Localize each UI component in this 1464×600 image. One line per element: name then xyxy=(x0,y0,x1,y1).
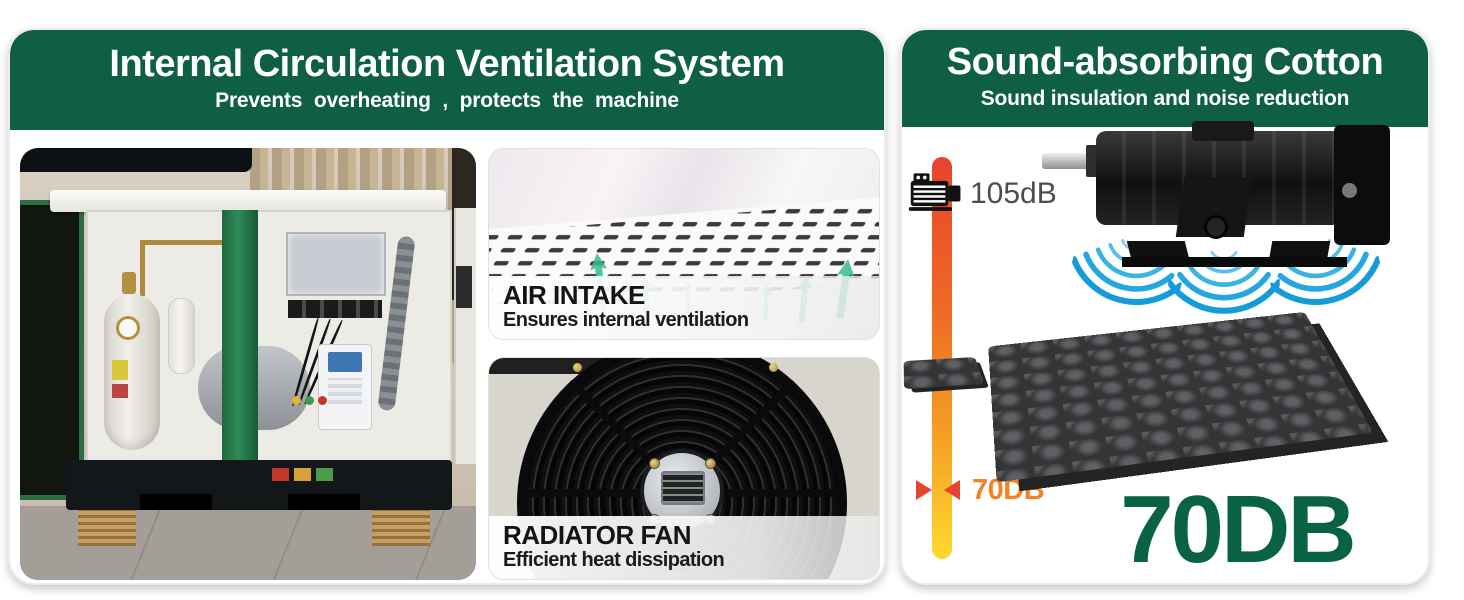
marker-arrow-icon xyxy=(944,480,960,500)
bracket-knob xyxy=(1204,215,1228,239)
wooden-foot xyxy=(372,510,430,546)
radiator-fan-card: RADIATOR FAN Efficient heat dissipation xyxy=(488,357,880,580)
green-pillar xyxy=(222,210,258,462)
compressor-photo xyxy=(20,148,476,580)
foam-tile-marker xyxy=(903,357,985,390)
air-intake-card: AIR INTAKE Ensures internal ventilation xyxy=(488,148,880,340)
hub-screw xyxy=(649,458,660,469)
sound-subtitle: Sound insulation and noise reduction xyxy=(980,86,1350,110)
tank-red-sticker xyxy=(112,384,128,398)
open-door-left xyxy=(20,200,84,500)
oil-filter xyxy=(168,298,195,374)
door-cable-box xyxy=(456,266,472,308)
compressor-end-block xyxy=(1334,125,1390,245)
drive-shaft xyxy=(1042,153,1090,169)
compressor-top-block xyxy=(1192,121,1254,141)
hub-screw xyxy=(705,458,716,469)
sound-header: Sound-absorbing Cotton Sound insulation … xyxy=(902,30,1428,127)
sound-title: Sound-absorbing Cotton xyxy=(946,41,1384,83)
panel-screw xyxy=(573,363,582,372)
radiator-fan-description: Efficient heat dissipation xyxy=(503,549,725,571)
brass-pipe-horizontal xyxy=(140,240,226,245)
brass-pipe-vertical xyxy=(140,240,145,296)
panel-screw xyxy=(769,363,778,372)
sound-absorbing-foam xyxy=(988,311,1374,483)
cabinet-top-panel xyxy=(50,190,446,212)
result-noise-label: 70DB xyxy=(1120,476,1356,583)
indicator-yellow xyxy=(292,396,301,405)
fan-spec-label xyxy=(661,471,705,505)
base-warning-label xyxy=(316,468,333,481)
electrical-plate xyxy=(286,232,386,296)
wooden-foot xyxy=(78,510,136,546)
ventilation-title: Internal Circulation Ventilation System xyxy=(109,43,785,85)
air-intake-heading: AIR INTAKE xyxy=(503,279,645,310)
tank-warning-sticker xyxy=(112,360,128,380)
source-noise-label: 105dB xyxy=(970,177,1057,210)
radiator-fan-heading: RADIATOR FAN xyxy=(503,519,692,550)
air-intake-caption: AIR INTAKE Ensures internal ventilation xyxy=(489,275,879,339)
brass-valve xyxy=(122,272,136,294)
air-intake-description: Ensures internal ventilation xyxy=(503,309,749,331)
ventilation-subtitle: Prevents overheating , protects the mach… xyxy=(215,88,679,112)
base-warning-label xyxy=(272,468,289,481)
sound-absorbing-panel: Sound-absorbing Cotton Sound insulation … xyxy=(900,28,1430,585)
terminal-strip xyxy=(288,300,382,318)
ventilation-panel: Internal Circulation Ventilation System … xyxy=(8,28,886,585)
mounting-rail xyxy=(1122,257,1347,267)
motor-icon xyxy=(908,173,961,211)
radiator-fan-caption: RADIATOR FAN Efficient heat dissipation xyxy=(489,515,879,579)
indicator-green xyxy=(305,396,314,405)
air-end-photo xyxy=(1042,121,1392,275)
shaft-collar xyxy=(1086,145,1098,177)
tv-screen xyxy=(20,148,252,172)
ventilation-header: Internal Circulation Ventilation System … xyxy=(10,30,884,130)
base-warning-label xyxy=(294,468,311,481)
machine-base xyxy=(66,460,452,510)
marker-arrow-icon xyxy=(916,480,932,500)
open-door-right xyxy=(454,208,476,464)
compressor-port xyxy=(1342,183,1357,198)
base-notch xyxy=(288,494,360,510)
vfd-display xyxy=(328,352,362,372)
base-notch xyxy=(140,494,212,510)
pressure-gauge xyxy=(116,316,140,340)
indicator-red xyxy=(318,396,327,405)
vfd-keypad xyxy=(328,378,362,404)
